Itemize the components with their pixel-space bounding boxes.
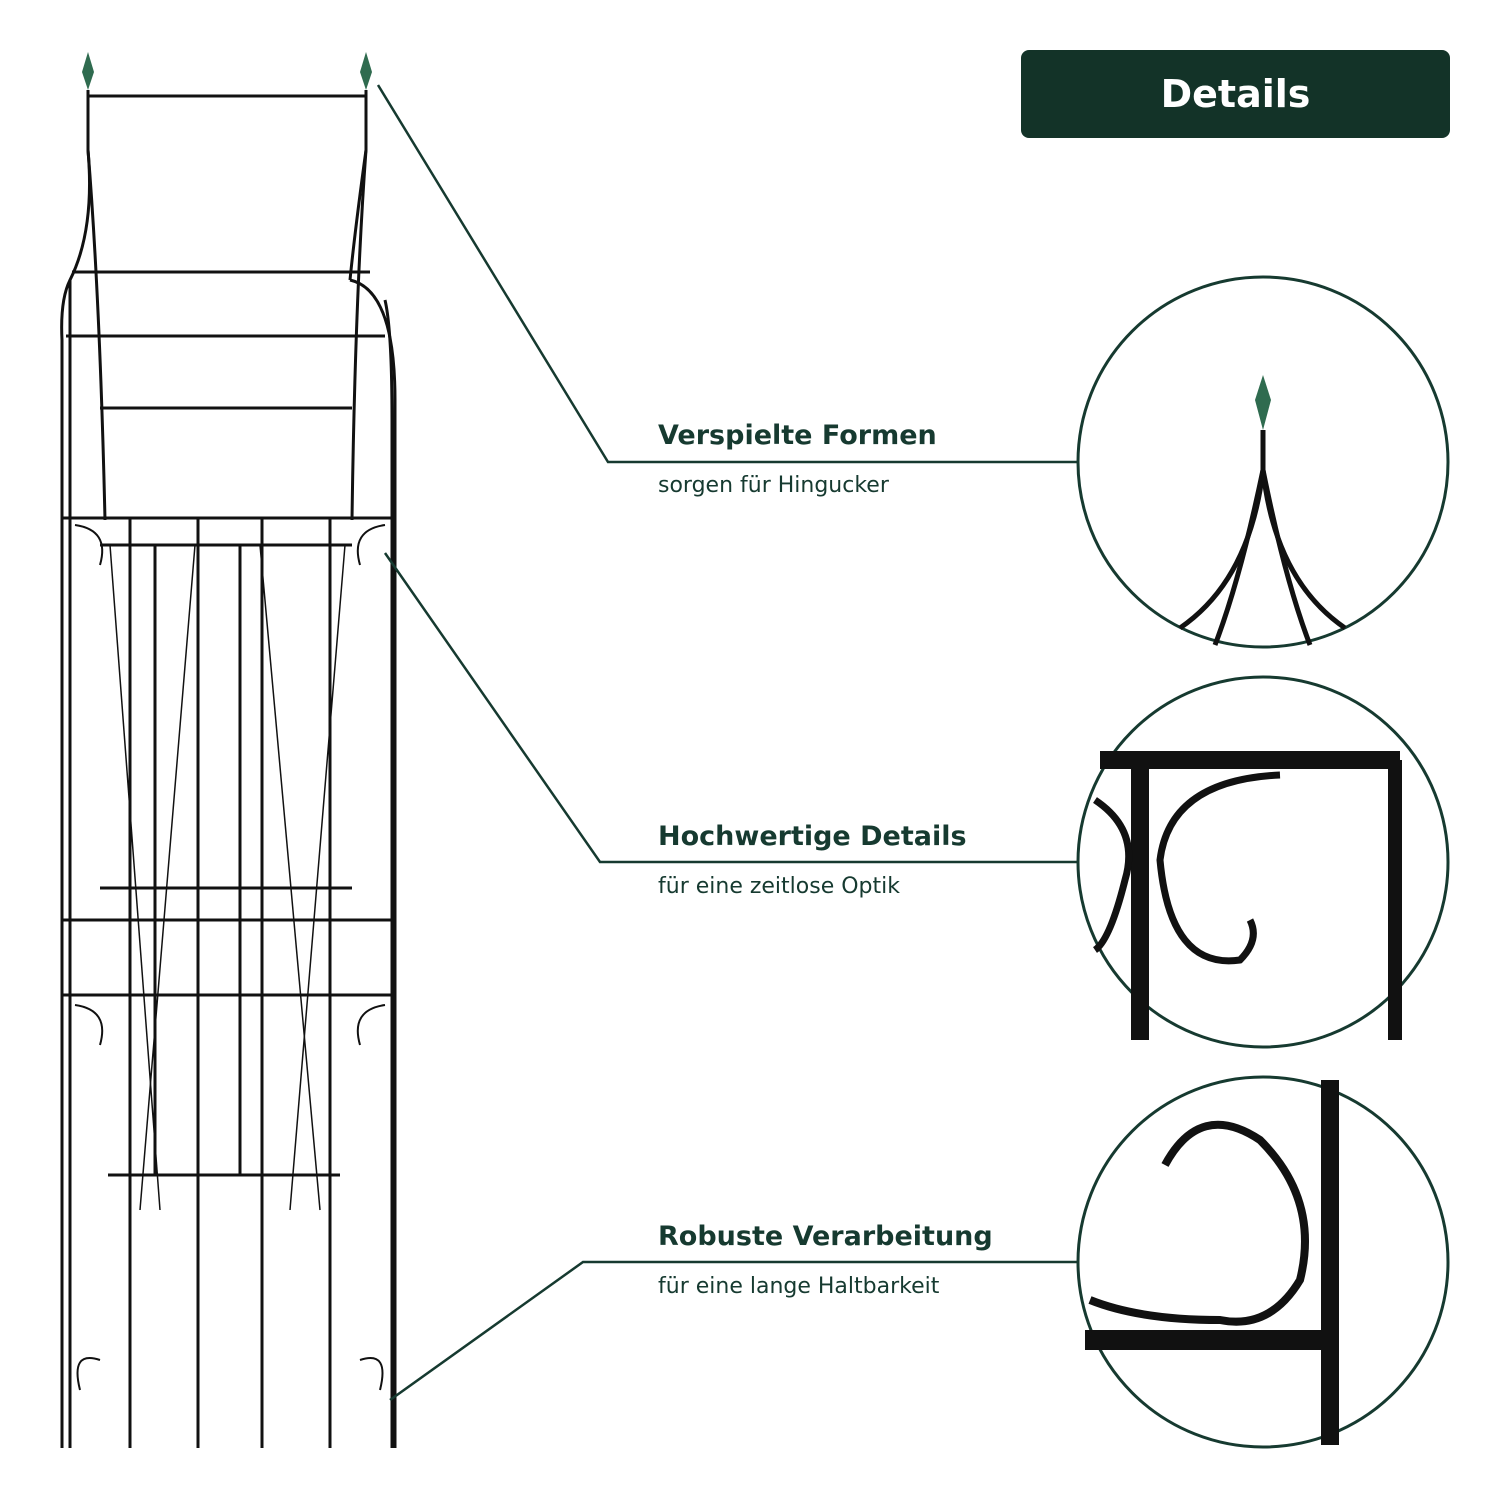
feature-robust-build: Robuste Verarbeitung für eine lange Halt… bbox=[658, 1221, 993, 1299]
feature-subtitle: für eine zeitlose Optik bbox=[658, 874, 900, 899]
leader-lines bbox=[376, 84, 1078, 1402]
finial-right bbox=[360, 52, 372, 90]
feature-quality-details: Hochwertige Details für eine zeitlose Op… bbox=[658, 821, 967, 899]
feature-subtitle: für eine lange Haltbarkeit bbox=[658, 1274, 940, 1299]
detail-joint bbox=[1085, 1080, 1339, 1445]
detail-circle-scroll bbox=[1076, 675, 1450, 1049]
detail-scroll bbox=[1092, 751, 1402, 1040]
feature-title: Verspielte Formen bbox=[658, 420, 937, 451]
feature-title: Hochwertige Details bbox=[658, 821, 967, 852]
detail-finial bbox=[1178, 375, 1347, 646]
detail-circle-joint bbox=[1076, 1075, 1450, 1449]
feature-title: Robuste Verarbeitung bbox=[658, 1221, 993, 1252]
details-badge: Details bbox=[1021, 50, 1450, 138]
feature-subtitle: sorgen für Hingucker bbox=[658, 473, 889, 498]
finial-left bbox=[82, 52, 94, 90]
feature-playful-shapes: Verspielte Formen sorgen für Hingucker bbox=[658, 420, 937, 498]
garden-arch bbox=[60, 90, 397, 1448]
detail-circles bbox=[1076, 275, 1450, 1449]
